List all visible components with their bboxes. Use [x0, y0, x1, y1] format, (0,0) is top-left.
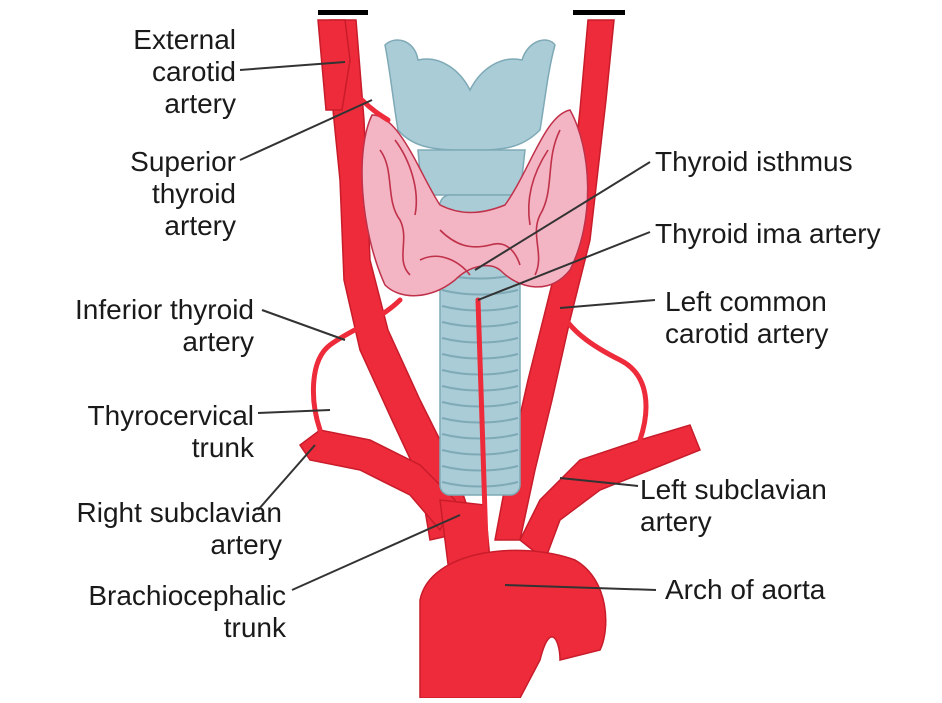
- label-left-common-carotid-artery: Left common carotid artery: [665, 286, 828, 350]
- label-brachiocephalic-trunk: Brachiocephalic trunk: [88, 580, 286, 644]
- label-line: Superior: [130, 146, 236, 177]
- thyroid-surface-vessels: [379, 129, 561, 276]
- label-left-subclavian-artery: Left subclavian artery: [640, 474, 827, 538]
- leader-external-carotid: [239, 61, 346, 71]
- leader-thyroid-ima: [477, 231, 651, 301]
- label-line: Thyroid ima artery: [655, 218, 881, 249]
- label-line: Arch of aorta: [665, 574, 826, 605]
- label-line: Thyrocervical: [87, 400, 254, 431]
- thyroid-vessel: [534, 129, 561, 276]
- leader-left-common-carotid: [559, 299, 656, 309]
- label-line: artery: [164, 88, 236, 119]
- label-line: carotid: [151, 56, 236, 87]
- label-thyroid-ima-artery: Thyroid ima artery: [655, 218, 881, 250]
- label-arch-of-aorta: Arch of aorta: [665, 574, 825, 606]
- leader-arch-of-aorta: [504, 584, 657, 591]
- label-line: artery: [182, 326, 254, 357]
- aortic-arch: [419, 549, 607, 699]
- thyroid-ima-artery: [475, 297, 489, 548]
- right-inferior-thyroid-artery: [310, 297, 403, 433]
- thyroid-gland: [361, 109, 589, 297]
- label-right-subclavian-artery: Right subclavian artery: [77, 497, 282, 561]
- thyroid-vessel: [527, 149, 549, 226]
- thyroid-cartilage: [384, 39, 556, 151]
- label-thyroid-isthmus: Thyroid isthmus: [655, 146, 853, 178]
- leader-thyrocervical: [257, 409, 331, 414]
- label-thyrocervical-trunk: Thyrocervical trunk: [88, 400, 254, 464]
- tracheal-ring: [441, 289, 519, 296]
- thyroid-vessel: [379, 149, 411, 276]
- right-subclavian-artery: [298, 429, 456, 532]
- thyroid-vessel: [419, 255, 471, 276]
- label-line: artery: [210, 529, 282, 560]
- leader-right-subclavian: [257, 444, 316, 511]
- tracheal-ring: [441, 449, 519, 456]
- label-line: Inferior thyroid: [75, 294, 254, 325]
- leader-thyroid-isthmus: [474, 161, 651, 271]
- label-line: carotid artery: [665, 318, 829, 349]
- cricoid-cartilage: [417, 149, 526, 196]
- leader-brachiocephalic: [291, 514, 461, 591]
- external-carotid-segment: [317, 19, 351, 111]
- label-superior-thyroid-artery: Superior thyroid artery: [130, 146, 236, 242]
- label-line: Left subclavian: [640, 474, 827, 505]
- label-line: Right subclavian: [76, 497, 282, 528]
- label-line: artery: [164, 210, 236, 241]
- thyroid-vessel: [394, 139, 418, 216]
- label-line: Thyroid isthmus: [655, 146, 853, 177]
- top-bar-right: [573, 10, 625, 15]
- leader-inferior-thyroid: [261, 309, 346, 341]
- label-line: thyroid: [151, 178, 236, 209]
- label-line: trunk: [223, 612, 286, 643]
- label-line: trunk: [191, 432, 254, 463]
- label-line: artery: [640, 506, 712, 537]
- top-bar-left: [318, 10, 368, 15]
- label-external-carotid-artery: External carotid artery: [133, 24, 236, 120]
- tracheal-ring: [441, 433, 519, 440]
- tracheal-ring: [441, 465, 519, 472]
- label-line: Brachiocephalic: [88, 580, 286, 611]
- tracheal-ring: [441, 481, 519, 488]
- left-inferior-thyroid-artery: [557, 307, 649, 443]
- label-line: External: [133, 24, 236, 55]
- label-leader-lines: [239, 61, 657, 591]
- thyroid-vessel: [439, 229, 521, 266]
- leader-left-subclavian: [559, 477, 639, 487]
- leader-superior-thyroid: [239, 99, 373, 161]
- left-subclavian-artery: [519, 424, 701, 562]
- label-line: Left common: [665, 286, 827, 317]
- label-inferior-thyroid-artery: Inferior thyroid artery: [75, 294, 254, 358]
